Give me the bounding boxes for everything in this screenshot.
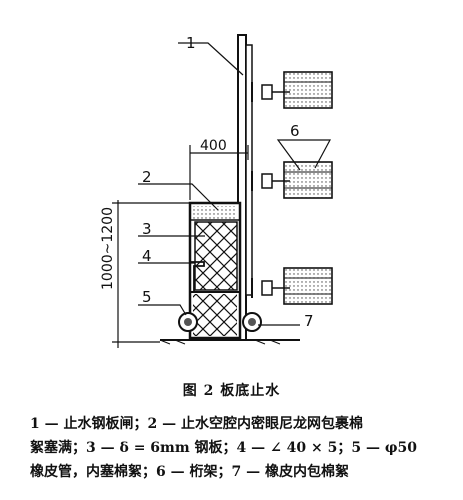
legend-line: 1 — 止水钢板闸；2 — 止水空腔内密眼尼龙网包裹棉: [30, 416, 363, 432]
callout-5: 5: [142, 288, 152, 306]
callout-1: 1: [186, 34, 196, 52]
callout-3: 3: [142, 220, 152, 238]
figure-caption: 图 2 板底止水: [182, 383, 281, 399]
callout-2: 2: [142, 168, 152, 186]
dimension-400-label: 400: [200, 138, 227, 154]
rubber-tubes: [178, 312, 262, 332]
legend-line: 橡皮管，内塞棉絮；6 — 桁架；7 — 橡皮内包棉絮: [30, 464, 349, 480]
dimension-height: [112, 200, 190, 348]
truss-member-middle: [251, 161, 333, 199]
truss-members: [251, 71, 333, 305]
callout-7: 7: [304, 312, 314, 330]
waterstop-cavity: [188, 201, 242, 340]
figure-legend: 1 — 止水钢板闸；2 — 止水空腔内密眼尼龙网包裹棉 絮塞满；3 — δ = …: [30, 412, 450, 484]
truss-member-bottom: [251, 267, 333, 305]
leader-lines: [138, 42, 332, 326]
callout-6: 6: [290, 122, 300, 140]
dimension-400: [189, 145, 249, 200]
truss-member-top: [251, 71, 333, 109]
callout-4: 4: [142, 247, 152, 265]
dimension-height-label: 1000~1200: [100, 207, 116, 290]
slab-bottom: [159, 339, 300, 345]
legend-line: 絮塞满；3 — δ = 6mm 钢板；4 — ∠ 40 × 5；5 — φ50: [30, 440, 417, 456]
